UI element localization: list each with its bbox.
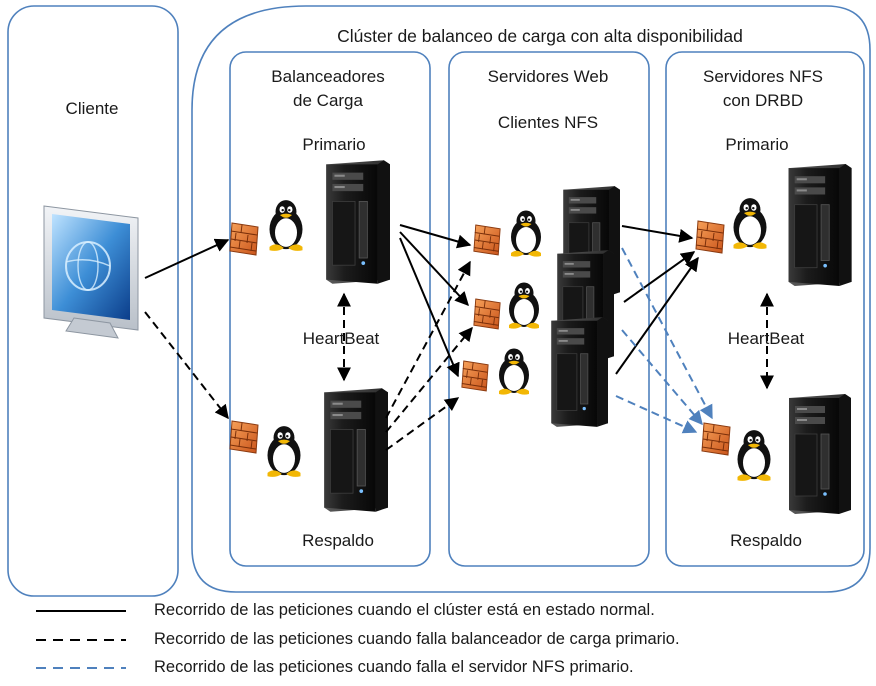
normal-path-arrows [144, 224, 699, 378]
web-subtitle: Clientes NFS [497, 113, 599, 132]
legend-nfs-failover-text: Recorrido de las peticiones cuando falla… [154, 658, 634, 676]
web-2-tux-icon [509, 282, 539, 329]
nfs-primary-firewall-icon [695, 220, 725, 254]
lb-title-line1: Balanceadores [271, 67, 385, 86]
web-title: Servidores Web [487, 67, 609, 86]
lb-failover-path-arrows [144, 260, 774, 451]
nfs-backup-label: Respaldo [730, 531, 802, 550]
lb-primary-server-icon [325, 160, 390, 284]
web-servers-panel [448, 51, 650, 567]
nfs-heartbeat-label: HeartBeat [727, 329, 805, 348]
lb-heartbeat-label: HeartBeat [302, 329, 380, 348]
web-3-firewall-icon [461, 360, 489, 392]
lb-primary-tux-icon [269, 200, 303, 251]
nfs-primary-label: Primario [725, 135, 789, 154]
web-1-firewall-icon [473, 224, 501, 256]
legend-normal-text: Recorrido de las peticiones cuando el cl… [154, 601, 655, 619]
lb-backup-label: Respaldo [302, 531, 374, 550]
web-2-firewall-icon [473, 298, 501, 330]
client-label: Cliente [65, 99, 119, 118]
nfs-backup-server-icon [788, 394, 852, 514]
lb-backup-tux-icon [267, 426, 301, 477]
lb-title-line2: de Carga [293, 91, 363, 110]
nfs-servers-panel [665, 51, 865, 567]
client-panel [7, 5, 179, 597]
legend-lb-failover-text: Recorrido de las peticiones cuando falla… [154, 630, 680, 648]
nfs-primary-server-icon [788, 164, 852, 286]
lb-backup-firewall-icon [229, 420, 259, 454]
cluster-panel [191, 5, 871, 593]
nfs-backup-tux-icon [737, 430, 771, 481]
web-1-tux-icon [511, 210, 541, 257]
nfs-title-line1: Servidores NFS [703, 67, 823, 86]
web-3-tux-icon [499, 348, 529, 395]
nfs-backup-firewall-icon [701, 422, 731, 456]
web-server-3-icon [550, 316, 608, 428]
nfs-title-line2: con DRBD [722, 91, 804, 110]
cluster-title: Clúster de balanceo de carga con alta di… [337, 26, 743, 46]
nfs-failover-path-arrows [615, 247, 713, 434]
nfs-primary-tux-icon [733, 198, 767, 249]
client-monitor-icon [43, 205, 139, 339]
lb-backup-server-icon [323, 388, 388, 512]
lb-primary-label: Primario [302, 135, 366, 154]
lb-primary-firewall-icon [229, 222, 259, 256]
